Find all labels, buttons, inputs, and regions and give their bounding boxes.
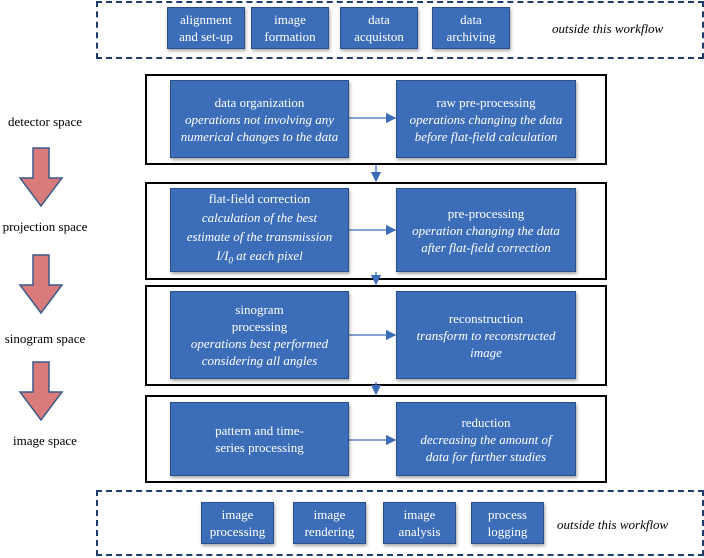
box-flat-field-correction-formula: I/I0 at each pixel bbox=[216, 246, 302, 271]
top-item-data-archiving: data archiving bbox=[432, 7, 510, 49]
box-raw-pre-processing: raw pre-processing operations changing t… bbox=[396, 80, 576, 158]
formula-rest: at each pixel bbox=[233, 248, 303, 264]
box-reduction: reduction decreasing the amount of data … bbox=[396, 402, 576, 476]
box-pre-processing: pre-processing operation changing the da… bbox=[396, 188, 576, 272]
bottom-item-image-processing: image processing bbox=[201, 502, 274, 544]
top-outside-note: outside this workflow bbox=[552, 21, 664, 36]
box-reduction-title: reduction bbox=[461, 414, 511, 430]
space-label-detector: detector space bbox=[8, 114, 82, 129]
space-arrow-1 bbox=[18, 147, 64, 208]
box-sinogram-processing-title-2: processing bbox=[231, 319, 288, 334]
formula-subscript: 0 bbox=[228, 255, 234, 266]
box-raw-pre-processing-title: raw pre-processing bbox=[436, 94, 536, 110]
box-data-organization-desc-1: operations not involving any bbox=[184, 111, 335, 127]
box-sinogram-processing-desc-2: considering all angles bbox=[201, 353, 318, 368]
box-data-organization-title: data organization bbox=[214, 94, 305, 110]
bottom-item-image-analysis: image analysis bbox=[383, 502, 456, 544]
top-item-image-formation-line2: formation bbox=[264, 29, 316, 44]
box-flat-field-correction-title: flat-field correction bbox=[208, 191, 311, 207]
box-reduction-desc-1: decreasing the amount of bbox=[420, 431, 552, 447]
space-arrow-2 bbox=[18, 254, 64, 315]
box-sinogram-processing: sinogram processing operations best perf… bbox=[170, 291, 349, 379]
top-item-alignment-line2: and set-up bbox=[179, 29, 233, 44]
space-label-projection: projection space bbox=[2, 219, 88, 234]
box-raw-pre-processing-desc-1: operations changing the data bbox=[409, 111, 563, 127]
bottom-item-process-logging-line1: process bbox=[488, 507, 527, 522]
top-item-image-formation: image formation bbox=[251, 7, 329, 49]
box-reconstruction: reconstruction transform to reconstructe… bbox=[396, 291, 576, 379]
bottom-item-process-logging-line2: logging bbox=[487, 524, 528, 539]
box-pattern-time-series-title-2: series processing bbox=[215, 440, 304, 455]
top-item-data-acquiston-line2: acquiston bbox=[354, 29, 404, 44]
bottom-item-image-rendering-line2: rendering bbox=[304, 524, 355, 539]
top-item-data-archiving-line1: data bbox=[460, 12, 482, 27]
space-label-sinogram: sinogram space bbox=[4, 331, 86, 346]
top-outside-workflow-box bbox=[96, 1, 704, 59]
bottom-item-image-rendering-line1: image bbox=[313, 507, 346, 522]
box-pre-processing-title: pre-processing bbox=[447, 205, 525, 221]
box-pattern-time-series-title-1: pattern and time- bbox=[215, 423, 304, 438]
space-label-image: image space bbox=[13, 433, 77, 448]
top-item-alignment: alignment and set-up bbox=[167, 7, 245, 49]
box-flat-field-correction: flat-field correction calculation of the… bbox=[170, 188, 349, 272]
top-item-data-archiving-line2: archiving bbox=[446, 29, 496, 44]
top-item-data-acquiston: data acquiston bbox=[340, 7, 418, 49]
bottom-item-image-analysis-line2: analysis bbox=[398, 524, 441, 539]
box-reconstruction-title: reconstruction bbox=[448, 310, 524, 326]
box-pattern-time-series: pattern and time- series processing bbox=[170, 402, 349, 476]
bottom-item-image-processing-line1: image bbox=[221, 507, 254, 522]
top-item-data-acquiston-line1: data bbox=[368, 12, 390, 27]
box-pre-processing-desc-2: after flat-field correction bbox=[421, 239, 551, 255]
top-item-image-formation-line1: image bbox=[274, 12, 306, 27]
box-pre-processing-desc-1: operation changing the data bbox=[412, 222, 560, 238]
bottom-item-image-analysis-line1: image bbox=[403, 507, 436, 522]
box-data-organization: data organization operations not involvi… bbox=[170, 80, 349, 158]
top-item-alignment-line1: alignment bbox=[180, 12, 232, 27]
box-reconstruction-desc-1: transform to reconstructed bbox=[416, 327, 556, 343]
bottom-item-image-processing-line2: processing bbox=[209, 524, 266, 539]
bottom-outside-workflow-box bbox=[96, 490, 704, 556]
box-data-organization-desc-2: numerical changes to the data bbox=[180, 128, 339, 144]
box-reduction-desc-2: data for further studies bbox=[425, 448, 547, 464]
bottom-item-process-logging: process logging bbox=[471, 502, 544, 544]
bottom-outside-note: outside this workflow bbox=[557, 517, 669, 532]
box-flat-field-correction-desc-1: calculation of the best bbox=[201, 210, 318, 226]
box-reconstruction-desc-2: image bbox=[470, 344, 502, 360]
box-raw-pre-processing-desc-2: before flat-field calculation bbox=[414, 128, 558, 144]
bottom-item-image-rendering: image rendering bbox=[293, 502, 366, 544]
box-sinogram-processing-desc-1: operations best performed bbox=[190, 336, 329, 351]
box-flat-field-correction-desc-2: estimate of the transmission bbox=[186, 229, 333, 245]
box-sinogram-processing-title-1: sinogram bbox=[235, 302, 284, 317]
formula-main: I/I bbox=[216, 248, 229, 264]
space-arrow-3 bbox=[18, 361, 64, 422]
